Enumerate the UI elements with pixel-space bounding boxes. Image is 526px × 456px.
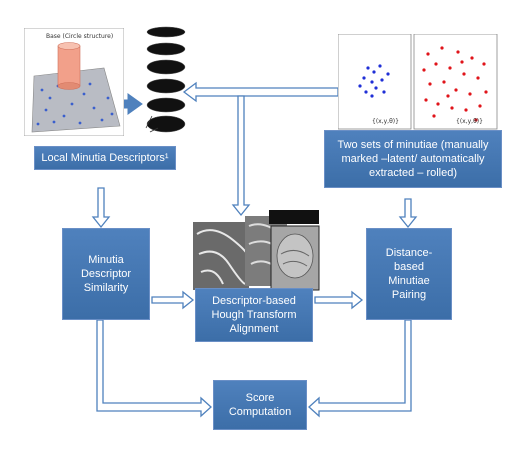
arrow-minutiae-to-hough (231, 95, 251, 217)
cylinder-title: Base (Circle structure) (46, 33, 114, 40)
arrow-hough-to-pairing (314, 290, 364, 310)
fingerprint-images (193, 210, 321, 292)
arrow-similarity-to-score (96, 319, 212, 418)
hough-box: Descriptor-based Hough Transform Alignme… (195, 288, 313, 342)
arrow-similarity-to-hough (151, 290, 195, 310)
cylinder-figure: Base (Circle structure) (23, 27, 125, 137)
cylinder-stack (144, 24, 188, 136)
score-box: Score Computation (213, 380, 307, 430)
cylinder-stack-illustration (145, 26, 186, 133)
red-set-label: {(x,y,θ)} (456, 118, 483, 125)
minutiae-sets-box: Two sets of minutiae (manually marked –l… (324, 130, 502, 188)
minutiae-sets-figure: {(x,y,θ)} {(x,y,θ)} (337, 33, 498, 130)
arrow-minutiae-to-pairing (398, 198, 418, 229)
similarity-box: Minutia Descriptor Similarity (62, 228, 150, 320)
arrow-descriptors-to-similarity (91, 187, 111, 229)
blue-set-label: {(x,y,θ)} (372, 118, 399, 125)
local-descriptors-box: Local Minutia Descriptors¹ (34, 146, 176, 170)
pairing-box: Distance-based Minutiae Pairing (366, 228, 452, 320)
arrow-pairing-to-score (308, 319, 412, 418)
fingerprint-images-illustration (193, 210, 320, 291)
arrow-minutiae-to-descriptors (182, 81, 339, 103)
minutiae-sets-illustration (337, 33, 498, 130)
cylinder-illustration (23, 27, 125, 137)
